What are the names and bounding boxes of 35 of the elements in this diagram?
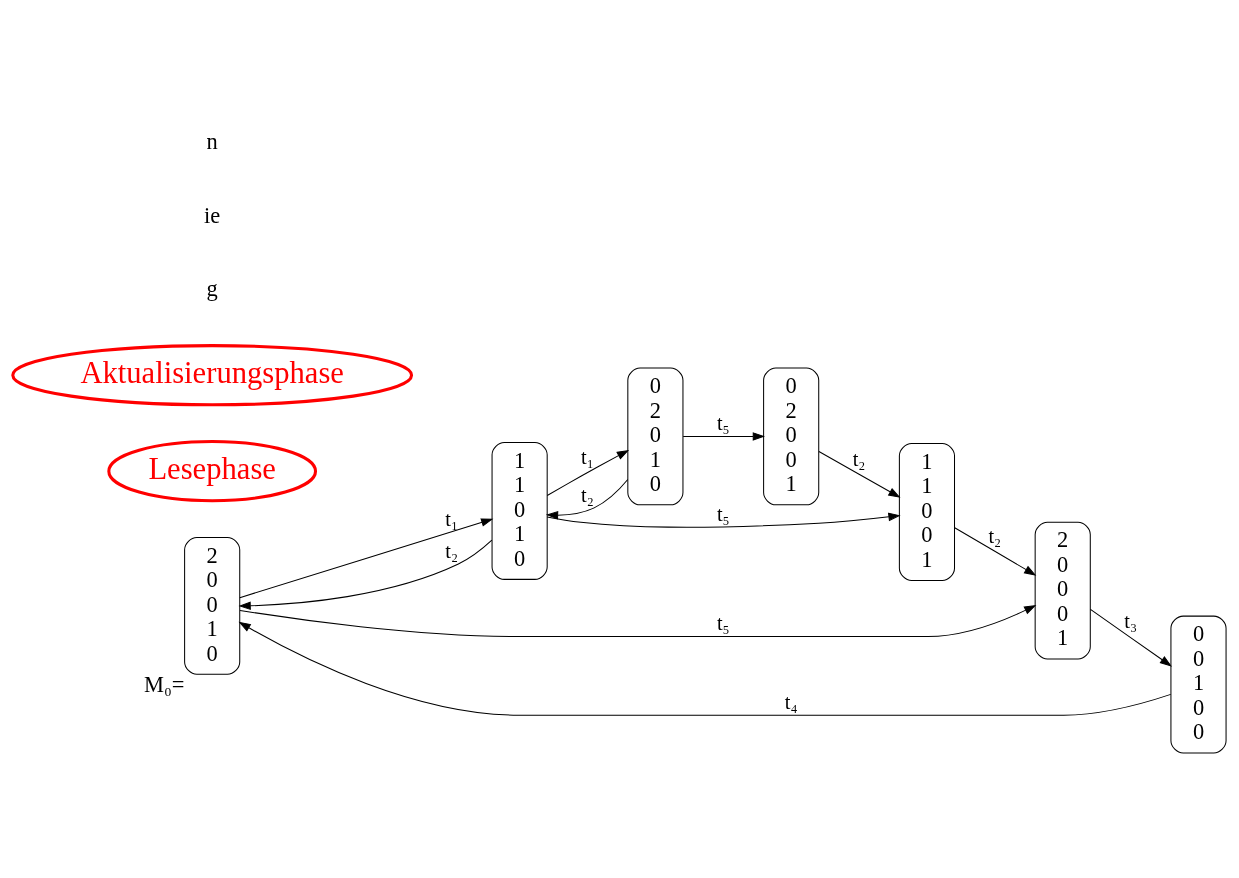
node-label: M₀= [143, 672, 185, 698]
node-box: 0 2 0 1 0 [627, 367, 684, 506]
arrow [546, 449, 630, 496]
arrow [1090, 608, 1173, 667]
arrow [238, 539, 493, 611]
edge-label: t₂ [988, 524, 1002, 547]
node-box: 0 2 0 0 1 [763, 367, 820, 506]
edge-label: t₃ [1124, 610, 1138, 633]
edge-label: t₅ [716, 412, 730, 435]
edge-label: t₄ [784, 691, 798, 714]
arrow [818, 451, 901, 498]
node-box: 2 0 0 0 1 [1034, 521, 1091, 660]
node-box: 1 1 0 0 1 [898, 443, 955, 581]
edge-label: t₂ [852, 448, 866, 471]
label: n [206, 129, 218, 155]
edge-label: t₁ [445, 508, 459, 531]
label: g [206, 276, 218, 302]
edge-label: t₂ [445, 539, 459, 562]
node-box: 2 0 0 1 0 [184, 537, 241, 675]
edge-label: t₅ [716, 612, 730, 635]
node-box: 1 1 0 1 0 [491, 442, 548, 580]
arrow [239, 518, 494, 599]
node-box: 0 0 1 0 0 [1170, 615, 1227, 754]
edge-label: t₁ [581, 446, 594, 469]
arrow [545, 479, 629, 520]
arrow [682, 432, 765, 441]
node-ellipse: Aktualisierungsphase [11, 344, 414, 407]
label: ie [204, 202, 221, 228]
arrow [238, 621, 1172, 716]
edge-label: t₅ [716, 503, 730, 526]
arrow [546, 512, 901, 528]
edge-label: t₂ [581, 483, 594, 506]
arrow [954, 527, 1037, 576]
node-ellipse: Lesephase [107, 440, 318, 503]
arrow [239, 604, 1037, 638]
